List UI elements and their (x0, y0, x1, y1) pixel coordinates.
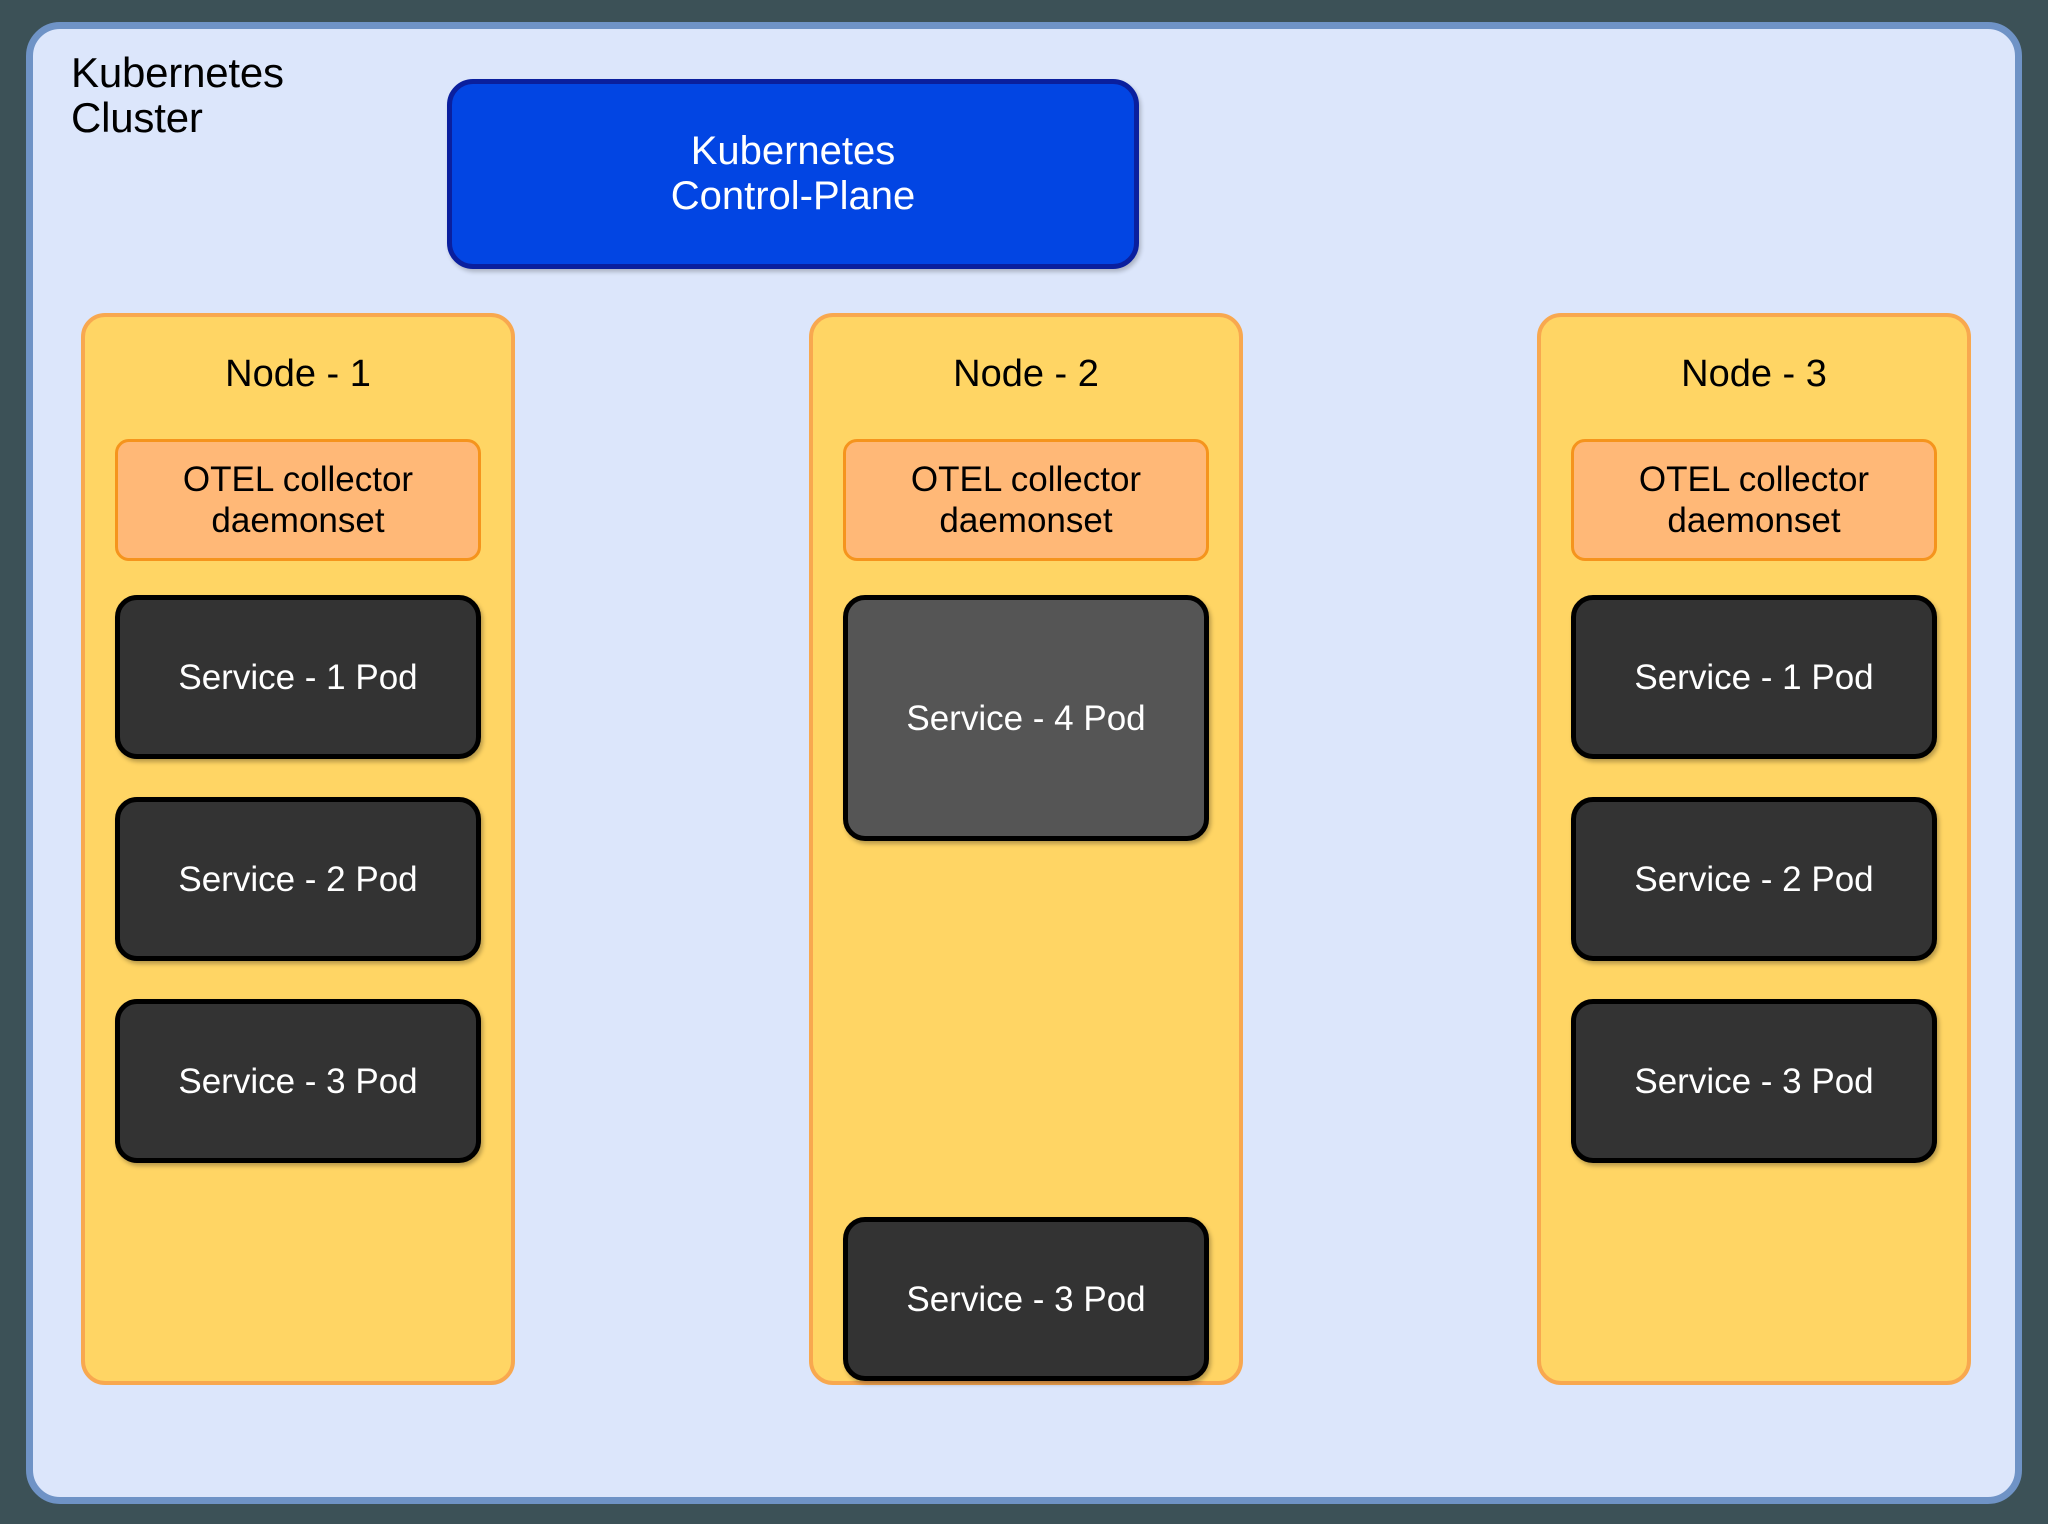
node-2-pod-1-label: Service - 4 Pod (906, 698, 1146, 738)
node-1-box[interactable]: Node - 1 OTEL collector daemonset Servic… (81, 313, 515, 1385)
node-3-otel-collector-daemonset[interactable]: OTEL collector daemonset (1571, 439, 1937, 561)
node-2-otel-label: OTEL collector daemonset (910, 459, 1142, 540)
node-1-pod-3[interactable]: Service - 3 Pod (115, 999, 481, 1163)
control-plane-label: Kubernetes Control-Plane (670, 129, 916, 218)
node-3-pod-1[interactable]: Service - 1 Pod (1571, 595, 1937, 759)
node-2-box[interactable]: Node - 2 OTEL collector daemonset Servic… (809, 313, 1243, 1385)
node-2-otel-collector-daemonset[interactable]: OTEL collector daemonset (843, 439, 1209, 561)
node-3-pod-1-label: Service - 1 Pod (1634, 657, 1874, 697)
node-1-pod-1[interactable]: Service - 1 Pod (115, 595, 481, 759)
node-1-title: Node - 1 (225, 353, 371, 395)
node-1-pod-3-label: Service - 3 Pod (178, 1061, 418, 1101)
kubernetes-cluster-boundary: Kubernetes Cluster Kubernetes Control-Pl… (26, 22, 2022, 1504)
node-2-pod-2[interactable]: Service - 3 Pod (843, 1217, 1209, 1381)
node-1-pod-2-label: Service - 2 Pod (178, 859, 418, 899)
nodes-row: Node - 1 OTEL collector daemonset Servic… (81, 313, 1971, 1385)
cluster-label: Kubernetes Cluster (71, 49, 284, 141)
node-1-pod-1-label: Service - 1 Pod (178, 657, 418, 697)
node-3-pod-2-label: Service - 2 Pod (1634, 859, 1874, 899)
node-2-title: Node - 2 (953, 353, 1099, 395)
node-3-pod-3-label: Service - 3 Pod (1634, 1061, 1874, 1101)
node-1-otel-collector-daemonset[interactable]: OTEL collector daemonset (115, 439, 481, 561)
node-3-box[interactable]: Node - 3 OTEL collector daemonset Servic… (1537, 313, 1971, 1385)
kubernetes-control-plane-box[interactable]: Kubernetes Control-Plane (447, 79, 1139, 269)
node-1-pod-list: Service - 1 Pod Service - 2 Pod Service … (115, 595, 481, 1381)
node-3-pod-3[interactable]: Service - 3 Pod (1571, 999, 1937, 1163)
node-2-pod-list: Service - 4 Pod Service - 3 Pod (843, 595, 1209, 1381)
node-3-title: Node - 3 (1681, 353, 1827, 395)
node-3-pod-list: Service - 1 Pod Service - 2 Pod Service … (1571, 595, 1937, 1381)
node-3-otel-label: OTEL collector daemonset (1638, 459, 1870, 540)
node-2-pod-2-label: Service - 3 Pod (906, 1279, 1146, 1319)
node-1-otel-label: OTEL collector daemonset (182, 459, 414, 540)
node-2-pod-1[interactable]: Service - 4 Pod (843, 595, 1209, 841)
node-3-pod-2[interactable]: Service - 2 Pod (1571, 797, 1937, 961)
node-1-pod-2[interactable]: Service - 2 Pod (115, 797, 481, 961)
